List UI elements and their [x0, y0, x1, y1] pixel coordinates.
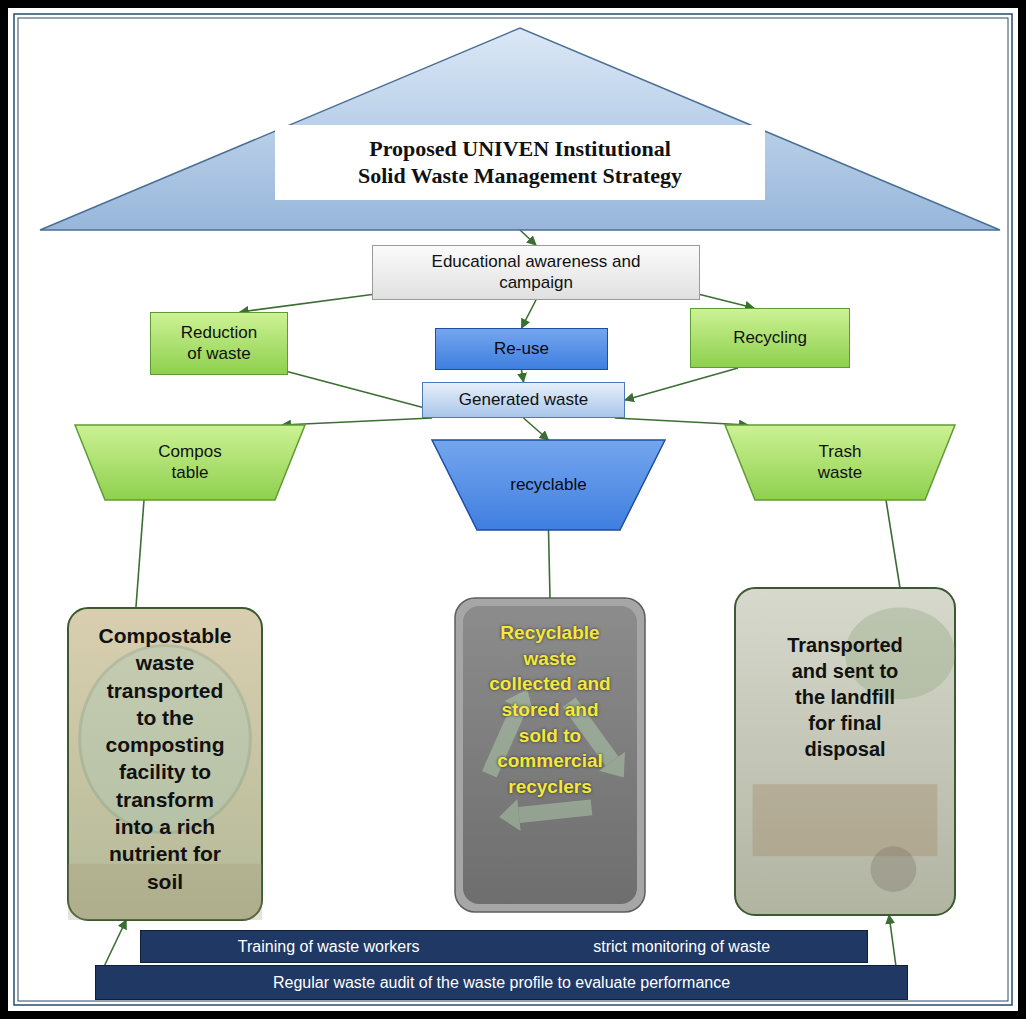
- node-label: recyclable: [510, 475, 587, 495]
- category-trapezoid: Compos table: [75, 425, 305, 500]
- connector: [522, 370, 524, 382]
- inner-border: [18, 18, 1008, 1001]
- waste-box: Generated waste: [422, 382, 625, 418]
- node-label: Compostable waste transported to the com…: [96, 622, 234, 895]
- campaign-box: Educational awareness and campaign: [372, 245, 700, 300]
- category-trapezoid: Trash waste: [725, 425, 955, 500]
- connector: [886, 500, 900, 588]
- connector: [549, 530, 551, 598]
- node-label: Re-use: [494, 339, 549, 359]
- node-label: Proposed UNIVEN Institutional Solid Wast…: [275, 125, 765, 200]
- photo-panel: [735, 588, 955, 915]
- outer-border: [4, 4, 1022, 1015]
- strategy-box: Reduction of waste: [150, 312, 288, 375]
- node-label: Transported and sent to the landfill for…: [783, 632, 908, 762]
- node-label: Training of waste workers: [238, 937, 420, 956]
- recycle-panel: [455, 598, 645, 912]
- node-label: Compos table: [144, 442, 236, 483]
- connector: [288, 372, 422, 407]
- outcome-panel: Compostable waste transported to the com…: [68, 608, 262, 920]
- strategy-box: Recycling: [690, 308, 850, 368]
- trapezoid-shape: [725, 425, 955, 500]
- recycle-arrow-head: [499, 799, 521, 831]
- connector: [700, 295, 754, 309]
- connector: [625, 368, 738, 400]
- node-label: Regular waste audit of the waste profile…: [273, 973, 730, 992]
- connector: [520, 230, 536, 245]
- node-label: Reduction of waste: [173, 323, 265, 364]
- node-label: Generated waste: [459, 390, 588, 410]
- connector: [524, 418, 549, 440]
- recycle-panel-inner: [463, 606, 637, 904]
- title-triangle: Proposed UNIVEN Institutional Solid Wast…: [40, 28, 1000, 230]
- connector: [136, 500, 144, 608]
- node-label: Recycling: [733, 328, 807, 348]
- category-trapezoid: recyclable: [432, 440, 665, 530]
- connector: [105, 920, 126, 965]
- truck-illustration: [753, 784, 938, 856]
- connector: [282, 418, 432, 425]
- recycle-arrow: [519, 807, 591, 815]
- action-band: Regular waste audit of the waste profile…: [95, 965, 908, 1000]
- outcome-panel: Recyclable waste collected and stored an…: [455, 598, 645, 912]
- outcome-panel: Transported and sent to the landfill for…: [735, 588, 955, 915]
- trapezoid-shape: [75, 425, 305, 500]
- photo-panel: [68, 608, 262, 920]
- action-band: Training of waste workers strict monitori…: [140, 930, 868, 963]
- node-label: Recyclable waste collected and stored an…: [485, 620, 615, 799]
- connector: [615, 418, 748, 425]
- trapezoid-shape: [432, 440, 665, 530]
- triangle-shape: [40, 28, 1000, 230]
- wheel-illustration: [871, 846, 917, 892]
- recycle-arrow-head: [599, 752, 625, 778]
- strategy-box: Re-use: [435, 328, 608, 370]
- connector: [889, 915, 896, 965]
- node-label: Educational awareness and campaign: [411, 252, 661, 293]
- node-label: strict monitoring of waste: [593, 937, 770, 956]
- node-label: Trash waste: [804, 442, 876, 483]
- inner-border: [14, 14, 1012, 1005]
- connector: [522, 300, 537, 328]
- connector: [240, 295, 372, 313]
